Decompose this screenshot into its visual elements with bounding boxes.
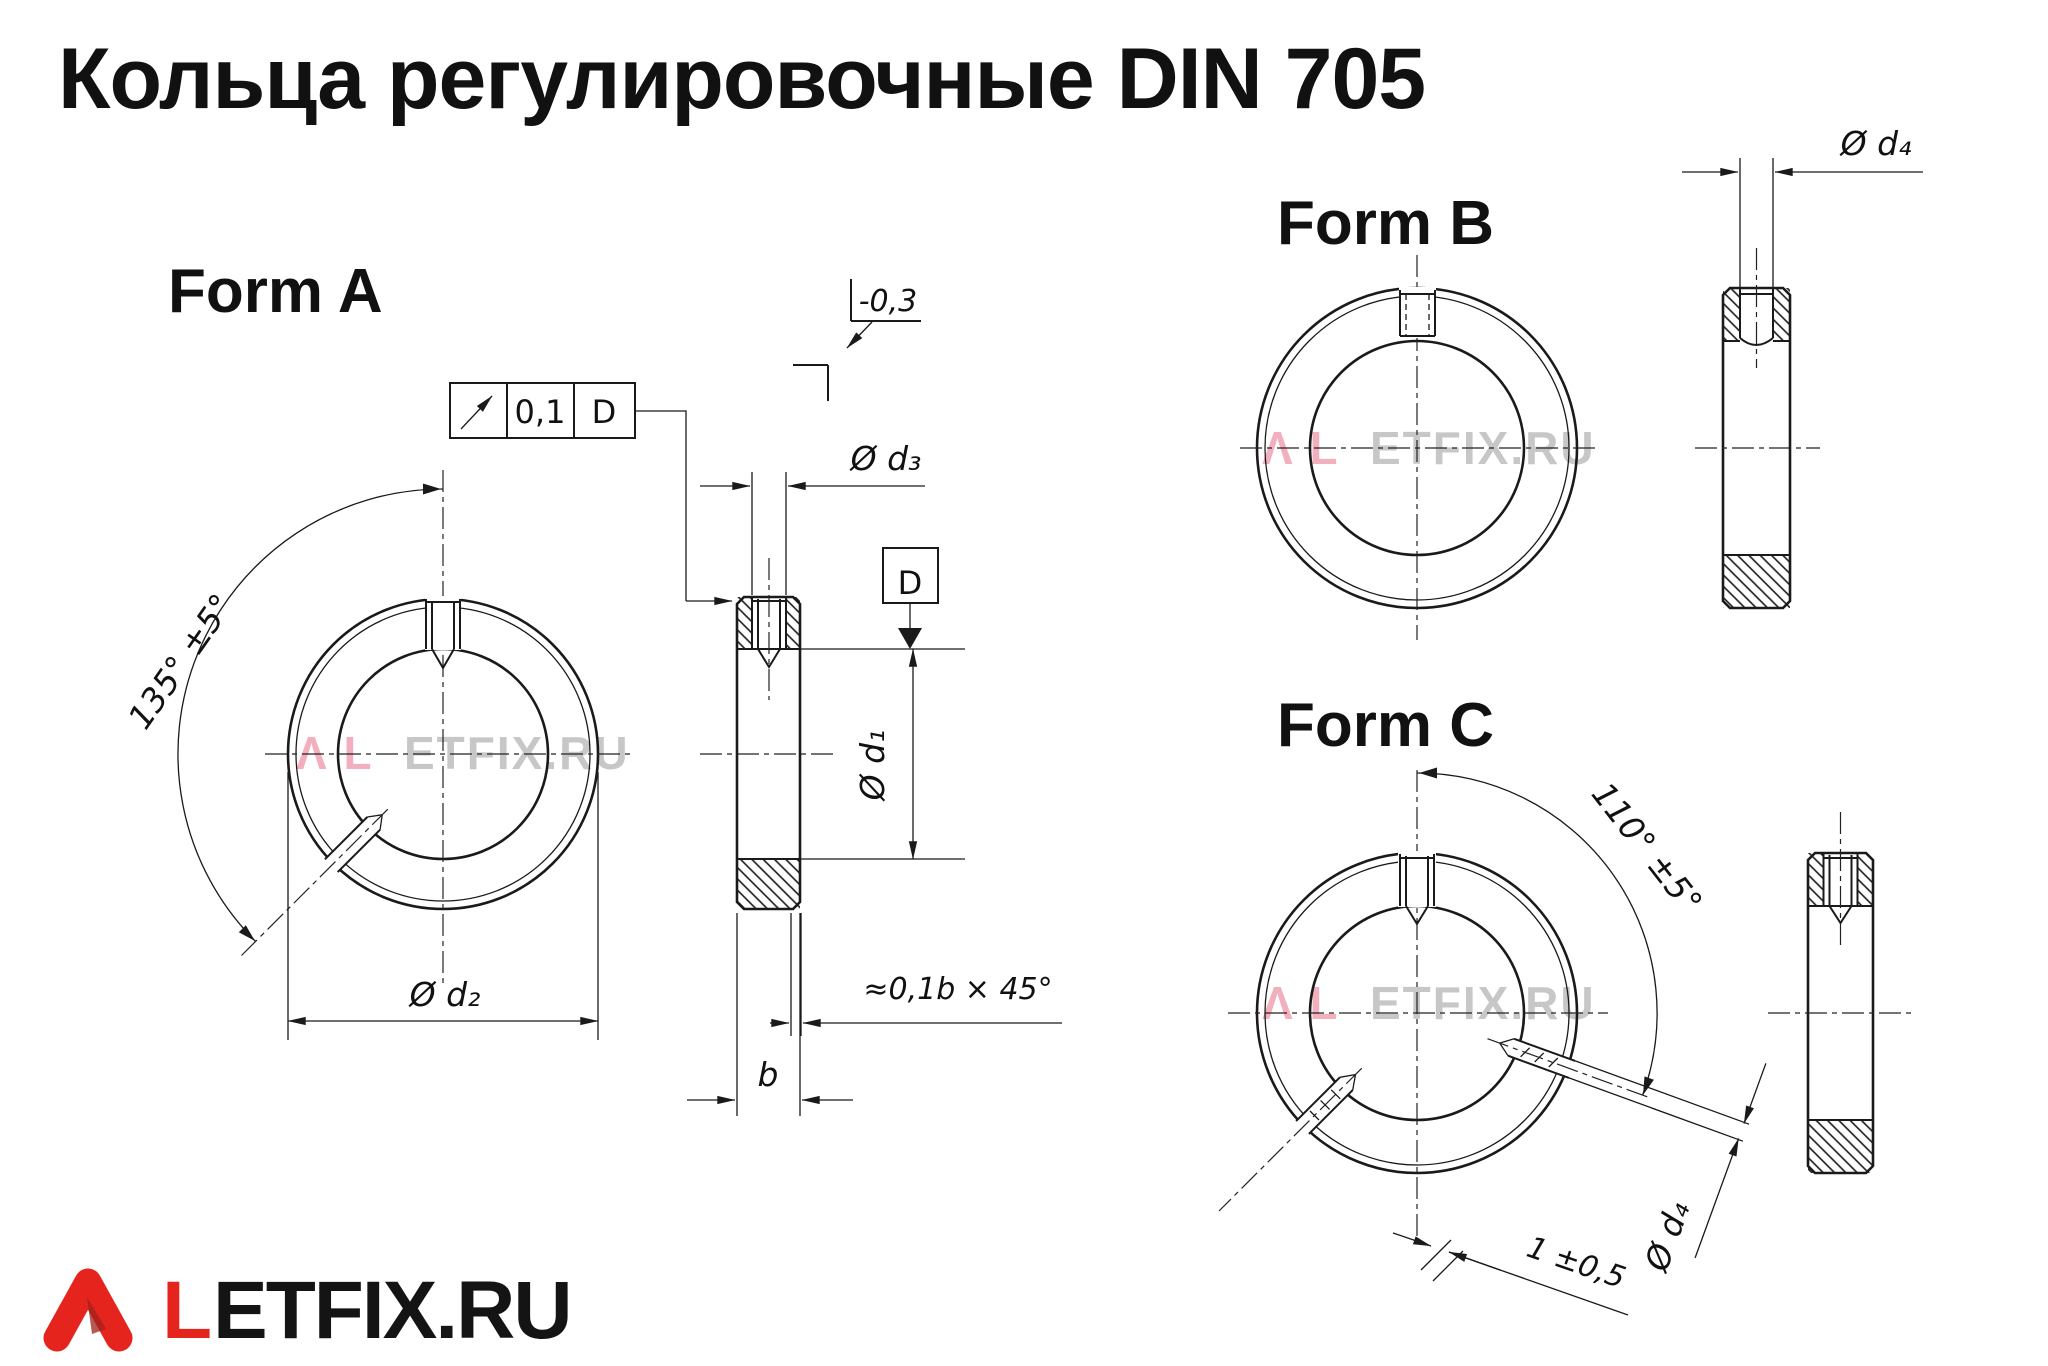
letfix-logo: L ETFIX.RU — [43, 1265, 573, 1356]
dimension-b: b — [758, 1055, 779, 1094]
form-c-front-view: 110° ±5° Ø d₄ 1 ±0,5 — [1218, 767, 1767, 1316]
dimension-pin-offset: 1 ±0,5 — [1522, 1230, 1629, 1296]
runout-icon — [460, 395, 493, 430]
arc-arrow-top — [1419, 767, 1437, 779]
dimension-angle-c: 110° ±5° — [1584, 775, 1710, 921]
runout-datum: D — [592, 393, 617, 431]
dimension-d2: Ø d₂ — [408, 975, 481, 1014]
letfix-logo-mark-icon — [43, 1268, 133, 1352]
form-a-tolerance-frame: 0,1 D — [449, 382, 733, 606]
form-c-label: Form C — [1277, 691, 1494, 760]
form-b-section-view: Ø d₄ — [1682, 124, 1923, 610]
arc-arrow-bottom — [1643, 1076, 1654, 1095]
form-c-section-view — [1768, 812, 1912, 1175]
dimension-d3: Ø d₃ — [849, 439, 922, 478]
form-a-label: Form A — [168, 257, 383, 326]
watermark-form-a: Λ L ETFIX.RU — [296, 727, 628, 779]
watermark-form-c: Λ L ETFIX.RU — [1262, 977, 1596, 1029]
form-b-front-view — [1240, 255, 1600, 640]
arc-arrow-top — [423, 483, 441, 495]
datum-label: D — [898, 564, 923, 602]
dimension-d4-form-c: Ø d₄ — [1636, 1196, 1697, 1278]
logo-text: ETFIX.RU — [213, 1265, 571, 1356]
letfix-logo-notch — [87, 1297, 106, 1334]
runout-value: 0,1 — [515, 393, 566, 431]
dimension-chamfer: ≈0,1b × 45° — [863, 972, 1052, 1007]
dimension-d4-form-b: Ø d₄ — [1839, 124, 1912, 163]
form-b-label: Form B — [1277, 189, 1494, 258]
form-a-section-view: Ø d₃ Ø d₁ D ≈0,1b × 45° b — [687, 439, 1062, 1116]
form-a-edge-tolerance: -0,3 — [793, 279, 921, 401]
page-title: Кольца регулировочные DIN 705 — [58, 31, 1425, 127]
watermark-accent: Λ L — [1262, 977, 1340, 1029]
datum-triangle — [898, 628, 922, 649]
edge-tolerance-value: -0,3 — [859, 284, 918, 319]
arc-arrow-bottom — [238, 925, 255, 941]
watermark-accent: Λ L — [296, 727, 374, 779]
logo-initial: L — [162, 1265, 212, 1356]
watermark-text: ETFIX.RU — [1370, 977, 1596, 1029]
dimension-d1: Ø d₁ — [853, 730, 892, 803]
